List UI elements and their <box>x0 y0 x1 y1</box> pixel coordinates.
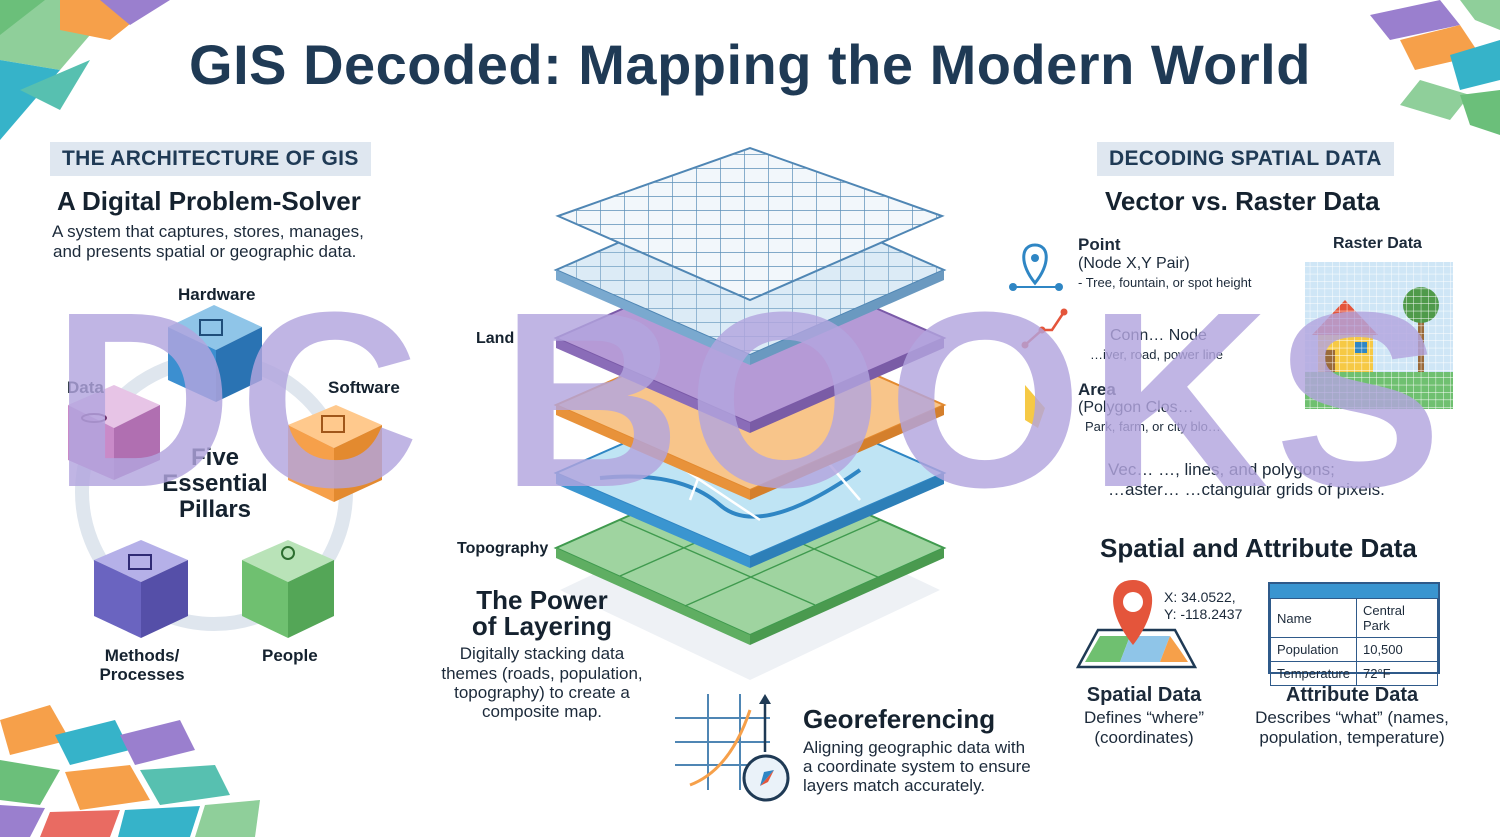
workflow-icon <box>128 554 152 570</box>
monitor-icon <box>199 319 223 336</box>
line-example: …iver, road, power line <box>1090 347 1223 362</box>
coords-y: Y: -118.2437 <box>1164 606 1243 622</box>
people-cube <box>242 540 334 638</box>
table-cell: Population <box>1270 637 1357 662</box>
pillar-people: People <box>262 646 318 665</box>
attribute-desc-line1: Describes “what” (names, <box>1255 708 1449 727</box>
attribute-table-header <box>1270 584 1438 598</box>
spatial-desc-line2: (coordinates) <box>1094 728 1194 747</box>
attribute-data-label: Attribute Data <box>1285 684 1419 706</box>
georeferencing-desc-line1: Aligning geographic data with <box>803 738 1026 757</box>
database-icon <box>81 413 107 423</box>
line-sub: Conn… Node <box>1110 327 1207 344</box>
data-cube <box>68 385 160 480</box>
layering-desc-line3: topography) to create a <box>454 683 630 702</box>
pillars-center-line2: Essential <box>162 470 268 497</box>
layering-heading-line2: of Layering <box>471 611 613 641</box>
line-icon <box>1021 308 1068 349</box>
table-cell: Name <box>1270 598 1357 638</box>
vector-raster-heading: Vector vs. Raster Data <box>1105 186 1380 216</box>
table-row: Temperature 72°F <box>1270 661 1439 686</box>
point-icon <box>1009 243 1063 291</box>
layer-grid-top <box>555 146 945 302</box>
georeferencing-heading: Georeferencing <box>803 704 996 734</box>
digital-problem-solver-heading: A Digital Problem-Solver <box>57 186 361 216</box>
gis-desc-line2: and presents spatial or geographic data. <box>53 242 357 261</box>
attribute-table: Name Central Park Population 10,500 Temp… <box>1268 582 1440 686</box>
raster-data-label: Raster Data <box>1333 235 1422 252</box>
watermark: DC BOOKS <box>52 260 1448 539</box>
attribute-desc-line2: population, temperature) <box>1259 728 1445 747</box>
point-name: Point <box>1078 235 1121 254</box>
area-sub: (Polygon Clos… <box>1078 399 1194 416</box>
corner-top-left <box>0 0 170 140</box>
spatial-data-label: Spatial Data <box>1086 684 1202 706</box>
vector-raster-summary-line2: …aster… …ctangular grids of pixels. <box>1108 480 1385 499</box>
pillar-software: Software <box>328 378 400 397</box>
point-example: - Tree, fountain, or spot height <box>1078 275 1252 290</box>
hardware-cube <box>168 305 262 402</box>
area-example: Park, farm, or city blo… <box>1085 419 1221 434</box>
corner-top-right <box>1370 0 1500 135</box>
area-icon <box>1025 385 1045 428</box>
decoding-tag: DECODING SPATIAL DATA <box>1097 142 1394 176</box>
table-cell: Central Park <box>1355 598 1439 638</box>
georeferencing-desc-line3: layers match accurately. <box>803 776 986 795</box>
area-name: Area <box>1078 380 1116 399</box>
vector-raster-summary-line1: Vec… …, lines, and polygons; <box>1108 460 1335 479</box>
pillar-hardware: Hardware <box>178 285 256 304</box>
layer-label-land: Land <box>476 330 515 347</box>
corner-bottom-left <box>0 705 260 837</box>
gis-desc-line1: A system that captures, stores, manages, <box>52 222 364 241</box>
spatial-attribute-heading: Spatial and Attribute Data <box>1100 533 1417 563</box>
coords-x: X: 34.0522, <box>1164 589 1236 605</box>
pillar-methods-line1: Methods/ <box>104 646 180 665</box>
georeferencing-desc-line2: a coordinate system to ensure <box>803 757 1031 776</box>
layering-desc-line2: themes (roads, population, <box>441 664 643 683</box>
page-title: GIS Decoded: Mapping the Modern World <box>189 33 1311 96</box>
table-cell: 10,500 <box>1355 637 1439 662</box>
layering-heading-line1: The Power <box>476 585 608 615</box>
table-row: Population 10,500 <box>1270 637 1439 662</box>
pillars-center-line1: Five <box>190 444 240 471</box>
architecture-tag: THE ARCHITECTURE OF GIS <box>50 142 371 176</box>
spatial-desc-line1: Defines “where” <box>1084 708 1204 727</box>
layering-desc-line4: composite map. <box>482 702 602 721</box>
methods-cube <box>94 540 188 638</box>
table-cell: Temperature <box>1270 661 1357 686</box>
layering-desc-line1: Digitally stacking data <box>459 644 625 663</box>
software-cube <box>288 405 382 502</box>
person-icon <box>281 546 295 560</box>
pillars-center-line3: Pillars <box>178 496 252 523</box>
point-sub: (Node X,Y Pair) <box>1078 255 1190 272</box>
pillar-data: Data <box>67 378 104 397</box>
browser-window-icon <box>321 415 345 433</box>
pillar-methods-line2: Processes <box>99 665 185 684</box>
table-cell: 72°F <box>1355 661 1439 686</box>
layer-label-topography: Topography <box>457 540 549 557</box>
table-row: Name Central Park <box>1270 598 1439 638</box>
